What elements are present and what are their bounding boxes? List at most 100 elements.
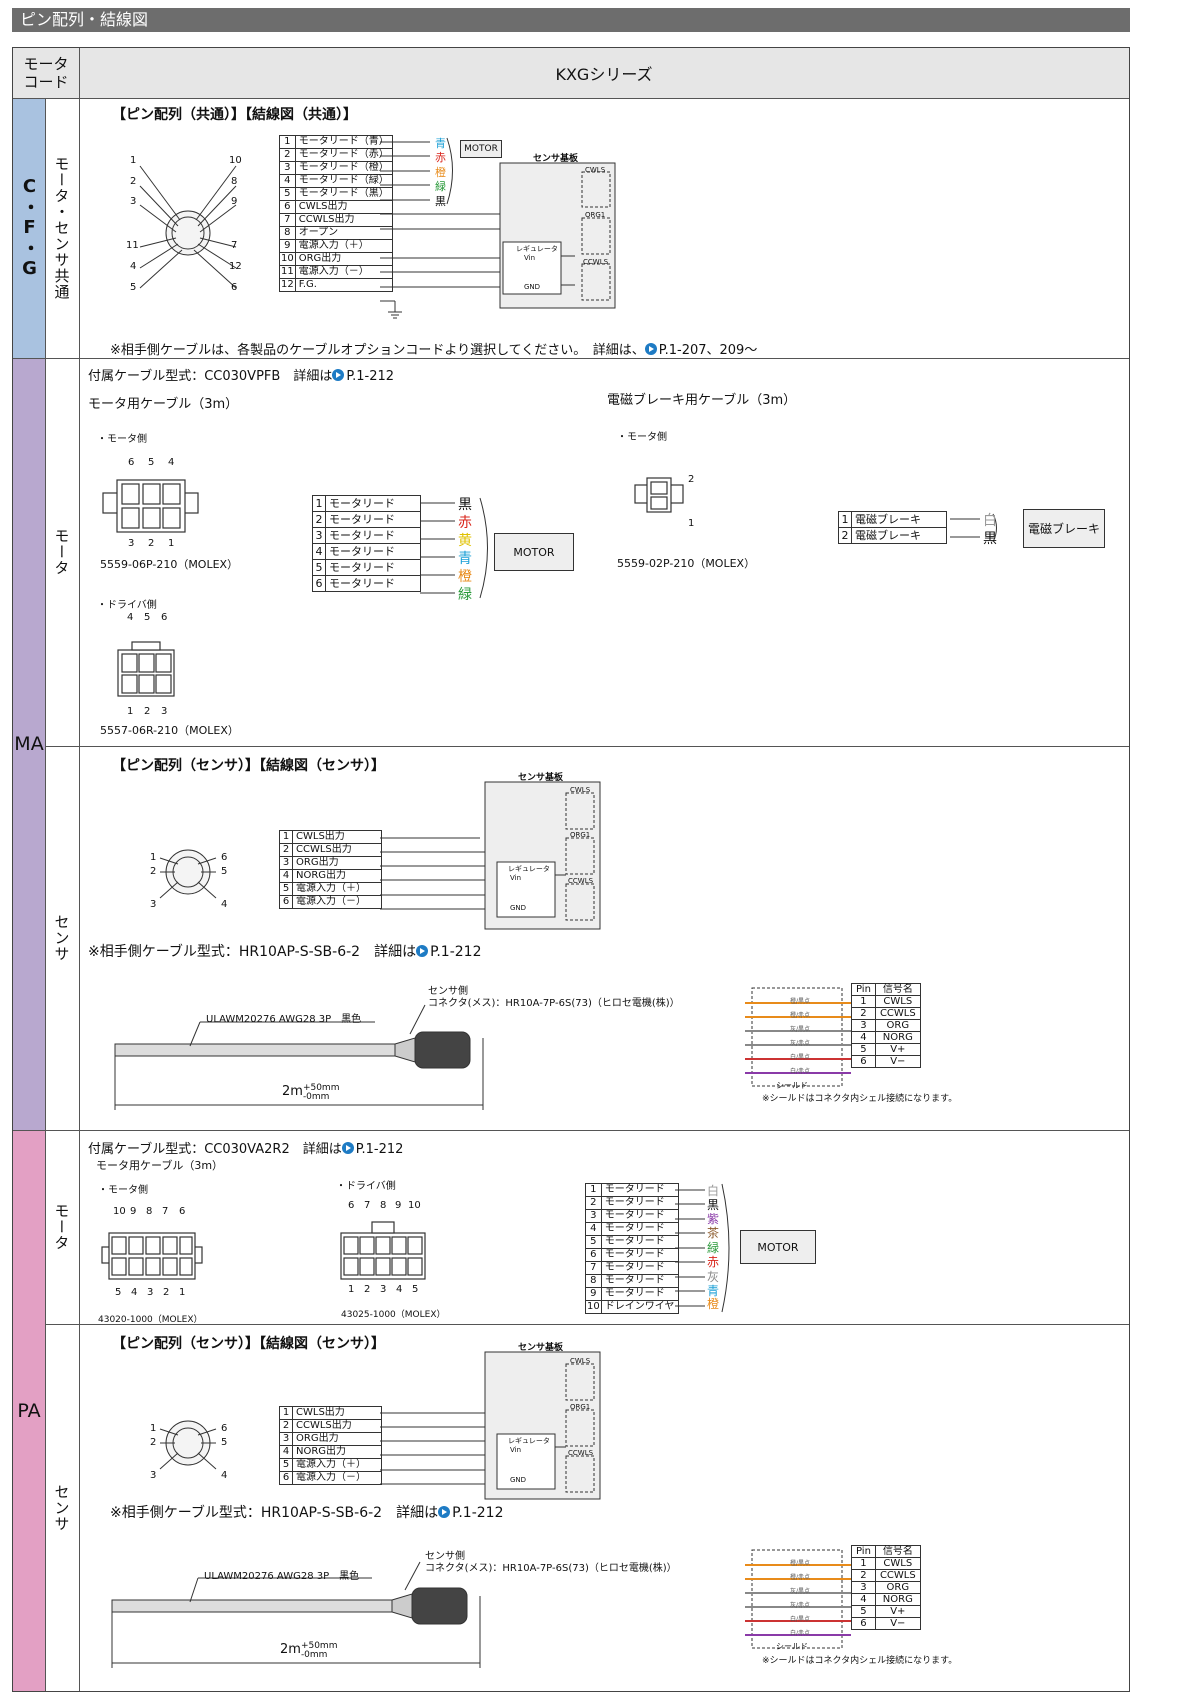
group-cfg-bg	[13, 98, 45, 358]
pin-label: 1	[150, 852, 157, 863]
pin-label: 10	[113, 1206, 126, 1217]
pin-label: 10	[408, 1200, 421, 1211]
wire-label: 橙/黒点	[790, 998, 811, 1005]
sub-ma-motor: モータ	[52, 528, 71, 576]
ref-link[interactable]: P.1-207、209～	[658, 343, 758, 358]
pin-label: 4	[396, 1284, 403, 1295]
gnd-label: GND	[524, 283, 541, 291]
pin-label: 1	[150, 1423, 157, 1434]
org1-label: ORG1	[570, 831, 591, 839]
pin-label: 3	[147, 1287, 154, 1298]
cable-type-label: ULAWM20276 AWG28 3P 黒色	[204, 1571, 360, 1582]
wire-color: 橙	[707, 1297, 720, 1311]
cwls-label: CWLS	[570, 786, 591, 794]
pin-label: 2	[163, 1287, 170, 1298]
ma-part1: 5559-06P-210（MOLEX）	[100, 558, 239, 571]
wire-label: 灰/赤点	[790, 1602, 811, 1609]
motor-code-header: モータ コード	[23, 55, 69, 91]
sensor-side-label: センサ側	[425, 1551, 465, 1562]
org1-label: ORG1	[585, 211, 606, 219]
pin-label: 4	[221, 1470, 228, 1481]
ma-part3: 5559-02P-210（MOLEX）	[617, 557, 756, 570]
wire-label: 橙/赤点	[790, 1012, 811, 1019]
pin-label: 4	[127, 612, 134, 623]
pin-label: 11	[126, 240, 139, 251]
pin-label: 5	[130, 282, 137, 293]
cwls-label: CWLS	[570, 1357, 591, 1365]
header-row	[13, 48, 1129, 98]
ref-link[interactable]: P.1-212	[452, 1505, 504, 1521]
pin-label: 8	[146, 1206, 153, 1217]
wire-label: 白/赤点	[790, 1068, 811, 1075]
pin-label: 4	[130, 261, 137, 272]
wire-color: 赤	[435, 151, 446, 164]
pin-label: 2	[148, 538, 155, 549]
pin-label: 6	[221, 852, 228, 863]
pin-label: 2	[130, 176, 137, 187]
pin-label: 6	[128, 457, 135, 468]
pin-label: 2	[150, 1437, 157, 1448]
wire-color: 赤	[707, 1255, 720, 1269]
group-ma-bg	[13, 358, 45, 1130]
pin-label: 9	[231, 196, 238, 207]
pin-label: 5	[144, 612, 151, 623]
sub-common: モータ・センサ共通	[52, 156, 71, 300]
pin-label: 5	[221, 1437, 228, 1448]
cwls-label: CWLS	[585, 166, 606, 174]
gnd-label: GND	[510, 1476, 527, 1484]
ref-link[interactable]: P.1-212	[430, 944, 482, 960]
wire-color: 赤	[458, 515, 472, 531]
pin-label: 6	[231, 282, 238, 293]
sensor-side-label: センサ側	[428, 986, 468, 997]
pin-label: 3	[150, 899, 157, 910]
connector-label: コネクタ(メス)：HR10A-7P-6S(73)（ヒロセ電機(株)）	[425, 1563, 677, 1574]
org1-label: ORG1	[570, 1403, 591, 1411]
wire-color: 青	[707, 1284, 720, 1298]
sensor-board-label: センサ基板	[518, 773, 564, 783]
shield-label: シールド	[776, 1642, 808, 1651]
wire-label: 灰/赤点	[790, 1040, 811, 1047]
pin-label: 10	[229, 155, 242, 166]
ccwls-label: CCWLS	[583, 258, 609, 266]
pin-label: 2	[364, 1284, 371, 1295]
pin-label: 6	[221, 1423, 228, 1434]
pin-label: 1	[168, 538, 175, 549]
gnd-label: GND	[510, 904, 527, 912]
shield-note: ※シールドはコネクタ内シェル接続になります。	[762, 1656, 958, 1666]
pin-label: 1	[127, 706, 134, 717]
pin-label: 8	[231, 176, 238, 187]
ma-motor-side: ・モータ側	[97, 434, 147, 445]
pin-label: 4	[168, 457, 175, 468]
connector-label: コネクタ(メス)：HR10A-7P-6S(73)（ヒロセ電機(株)）	[428, 998, 680, 1009]
pin-label: 1	[688, 518, 695, 529]
pa-driver-side: ・ドライバ側	[336, 1181, 396, 1192]
wire-label: 橙/黒点	[790, 1560, 811, 1567]
cable-length: 2m+50mm-0mm	[282, 1083, 340, 1102]
wire-label: 白/黒点	[790, 1616, 811, 1623]
ma-motor-cable: モータ用ケーブル（3m）	[88, 397, 239, 412]
sub-pa-motor: モータ	[52, 1203, 71, 1251]
pin-label: 9	[395, 1200, 402, 1211]
cable-type-label: ULAWM20276 AWG28 3P 黒色	[206, 1014, 362, 1025]
pa-motor-side: ・モータ側	[98, 1185, 148, 1196]
sec1-title: 【ピン配列（共通）】【結線図（共通）】	[112, 107, 357, 123]
ma-part2: 5557-06R-210（MOLEX）	[100, 724, 239, 737]
pin-label: 1	[348, 1284, 355, 1295]
section-header: ピン配列・結線図	[12, 8, 1130, 32]
sensor-board-label: センサ基板	[518, 1343, 564, 1353]
wire-color: 黄	[458, 533, 472, 549]
ccwls-label: CCWLS	[568, 1449, 594, 1457]
ref-link[interactable]: P.1-212	[346, 369, 395, 384]
pin-label: 7	[162, 1206, 169, 1217]
ma-motor-box: MOTOR	[494, 533, 574, 571]
ref-link[interactable]: P.1-212	[355, 1142, 404, 1157]
ref-arrow-icon	[416, 945, 429, 957]
